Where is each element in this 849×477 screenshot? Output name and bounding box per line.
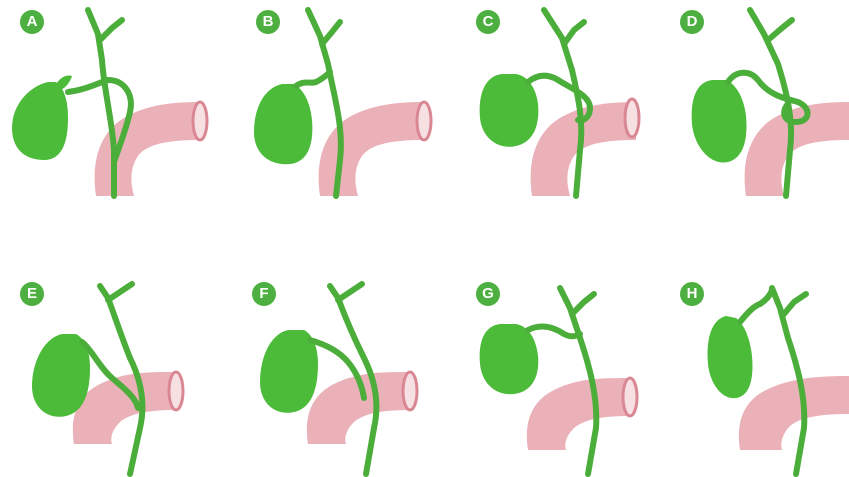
cystic-duct — [528, 327, 580, 337]
panel-g-illustration — [424, 238, 636, 476]
right-hepatic-duct — [108, 284, 132, 300]
panel-label: F — [252, 282, 276, 306]
gallbladder — [32, 334, 90, 417]
gallbladder — [708, 316, 753, 398]
panel-d-illustration — [636, 0, 848, 238]
gallbladder — [480, 74, 539, 147]
gallbladder — [692, 80, 747, 163]
panel-h-illustration — [636, 238, 848, 476]
gallbladder — [12, 75, 72, 160]
right-hepatic-duct — [338, 284, 362, 300]
panel-label: H — [680, 282, 704, 306]
panel-h: H — [636, 238, 848, 476]
right-hepatic-duct — [768, 20, 792, 40]
panel-e: E — [0, 238, 212, 476]
panel-a: A — [0, 0, 212, 238]
gallbladder — [480, 324, 539, 394]
panel-d: D — [636, 0, 848, 238]
panel-label: D — [680, 10, 704, 34]
cystic-duct — [296, 72, 330, 86]
duodenum — [739, 376, 849, 450]
duodenum — [527, 378, 637, 450]
panel-f-illustration — [212, 238, 424, 476]
panel-label: B — [256, 10, 280, 34]
panel-b: B — [212, 0, 424, 238]
panel-g: G — [424, 238, 636, 476]
gallbladder — [254, 84, 312, 164]
duodenum — [73, 372, 183, 444]
cystic-duct — [740, 290, 772, 322]
right-hepatic-duct — [784, 294, 806, 314]
panel-c-illustration — [424, 0, 636, 238]
right-hepatic-duct — [100, 20, 122, 40]
panel-c: C — [424, 0, 636, 238]
panel-label: G — [476, 282, 500, 306]
common-bile-duct — [560, 288, 596, 474]
duodenum — [745, 102, 849, 196]
right-hepatic-duct — [564, 22, 584, 44]
panel-b-illustration — [212, 0, 424, 238]
panel-a-illustration — [0, 0, 212, 238]
panel-label: E — [20, 282, 44, 306]
right-hepatic-duct — [572, 294, 594, 314]
panel-label: C — [476, 10, 500, 34]
panel-label: A — [20, 10, 44, 34]
right-hepatic-duct — [322, 22, 340, 44]
panel-f: F — [212, 238, 424, 476]
panel-e-illustration — [0, 238, 212, 476]
duodenum — [531, 99, 639, 196]
